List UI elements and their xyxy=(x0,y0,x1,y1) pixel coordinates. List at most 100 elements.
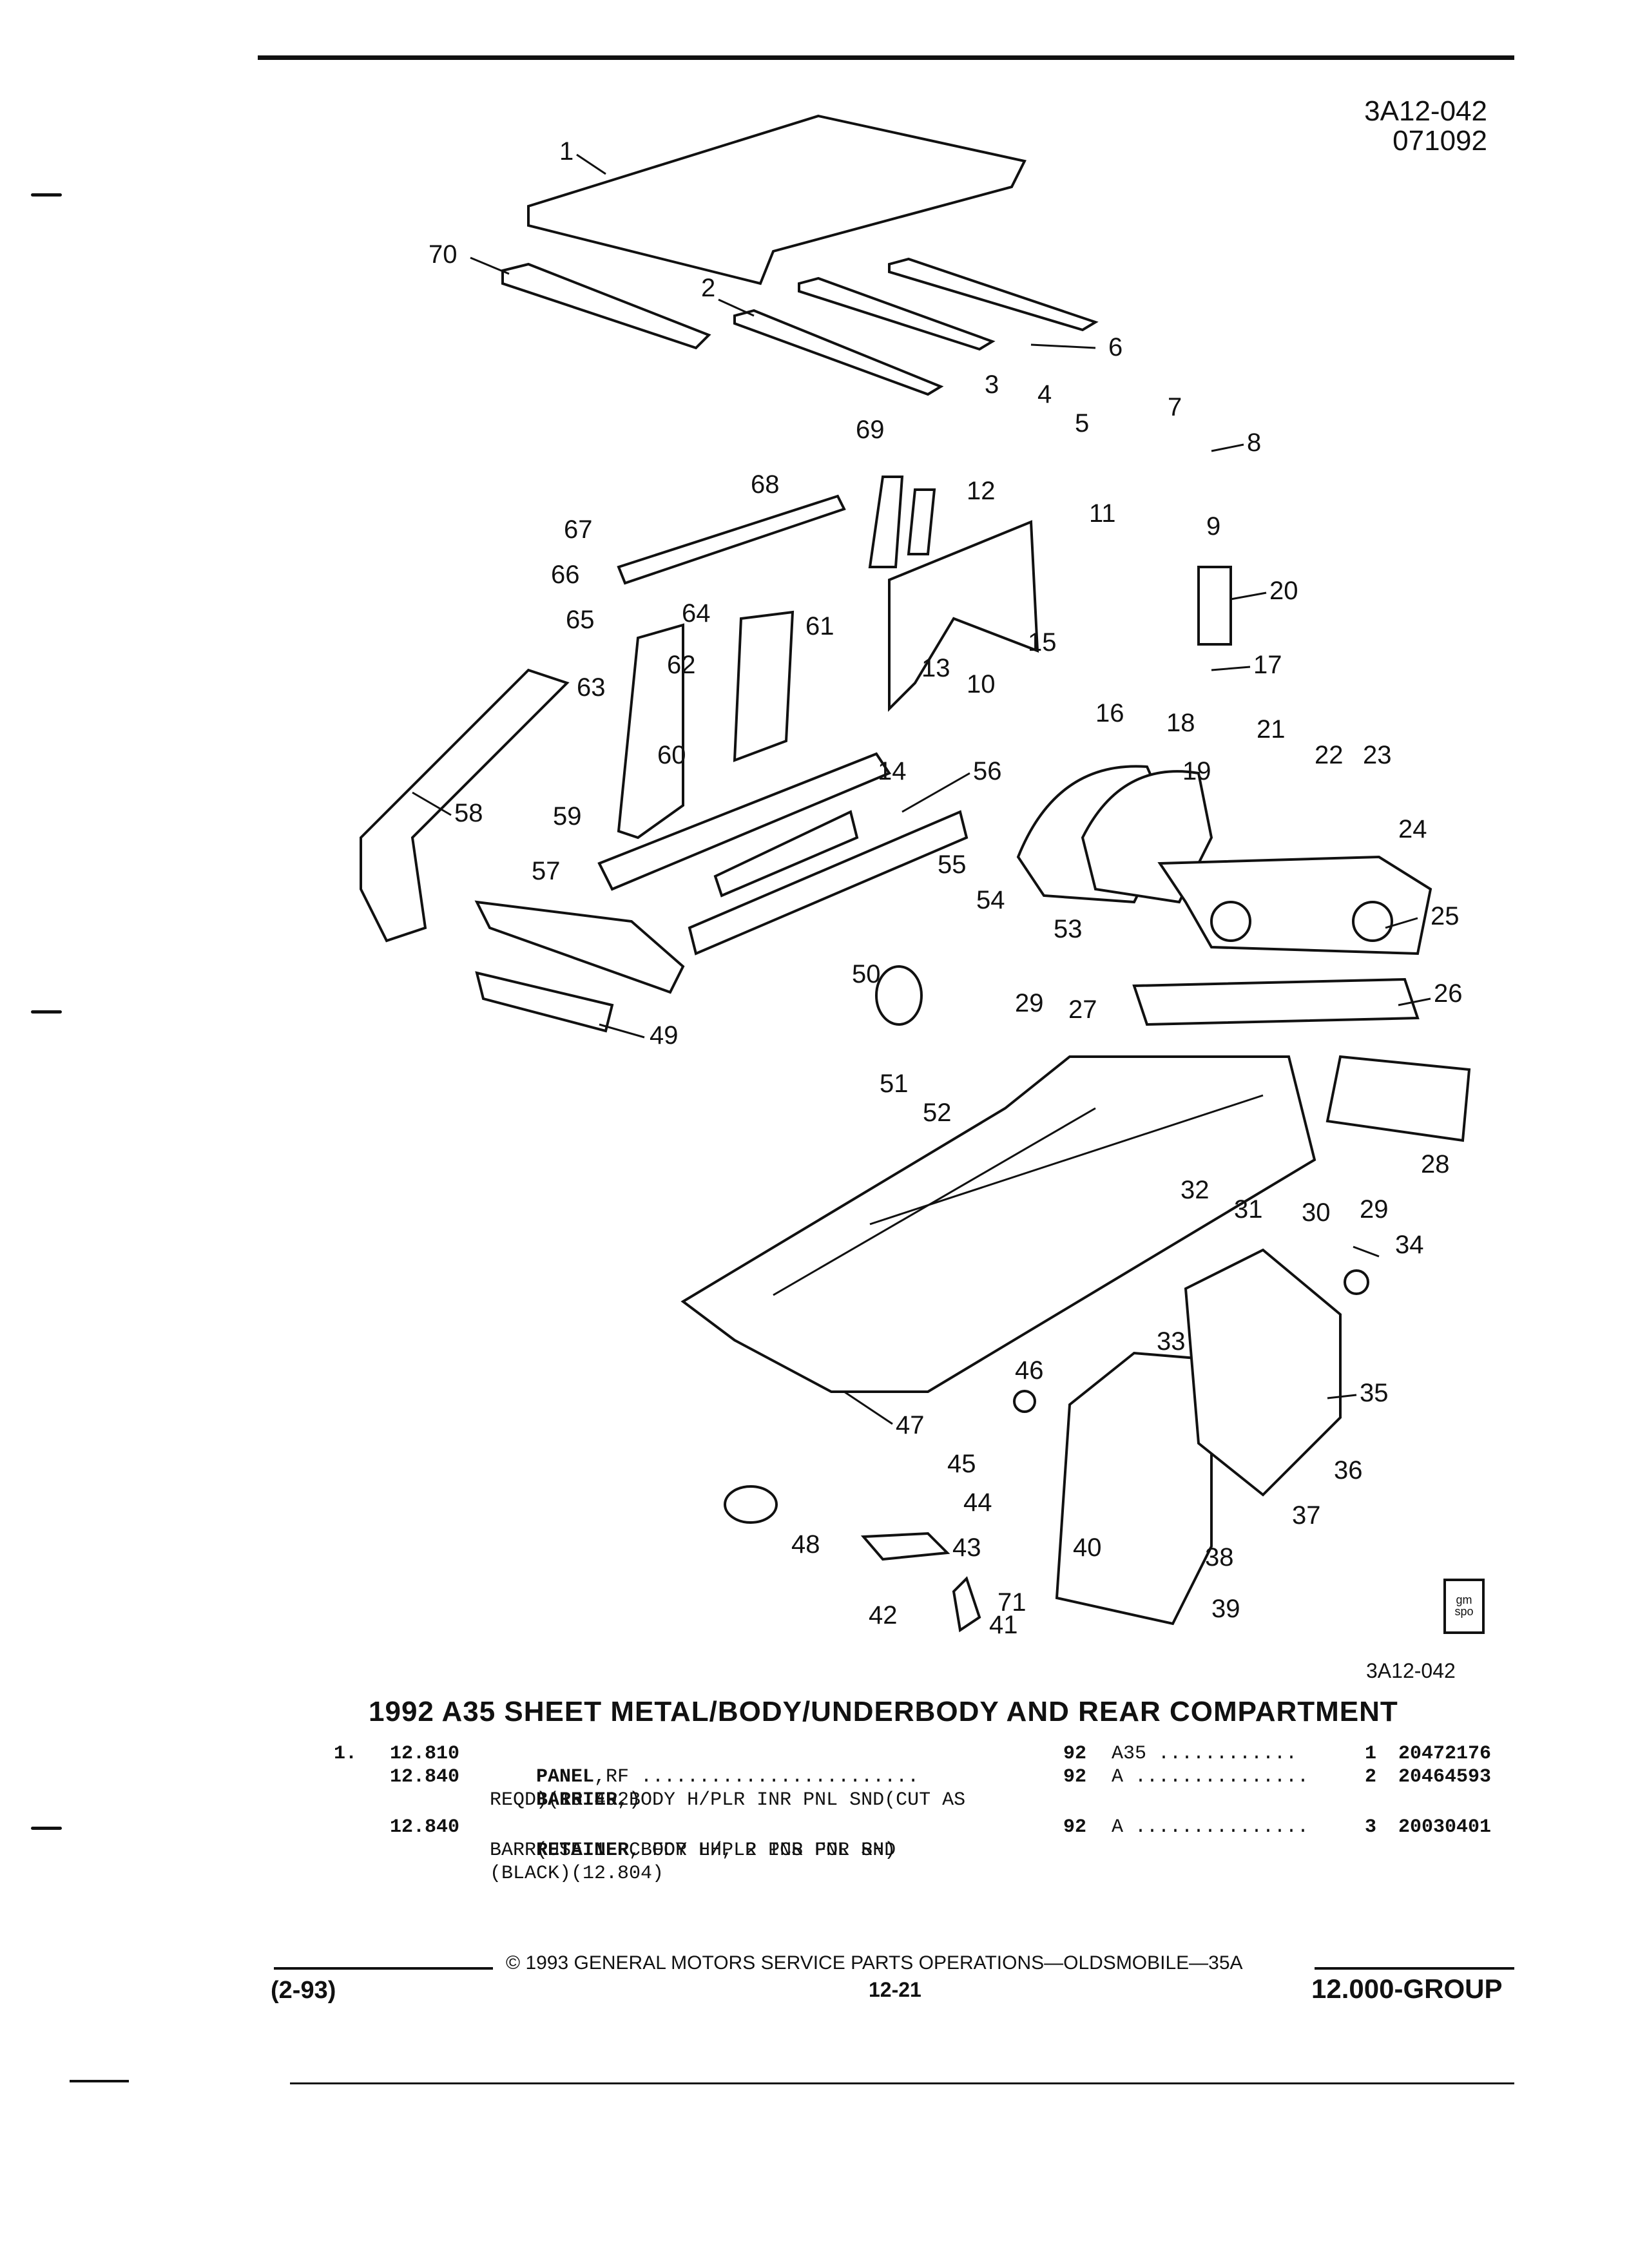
roof-rail-70 xyxy=(501,262,711,350)
part-qty: 1 xyxy=(1365,1743,1377,1765)
callout-46: 46 xyxy=(1015,1356,1044,1385)
diagram-ref-code: 3A12-042 xyxy=(1366,1659,1456,1682)
callout-34: 34 xyxy=(1395,1231,1424,1259)
callout-50: 50 xyxy=(852,960,881,988)
callout-32: 32 xyxy=(1181,1176,1210,1204)
part-series: A35 ............ xyxy=(1112,1743,1298,1765)
callout-11: 11 xyxy=(1089,499,1116,528)
front-door-39 xyxy=(1055,1351,1213,1626)
part-desc: ,BODY H/PLR INR PNL SND xyxy=(629,1840,896,1861)
quarter-inner-13 xyxy=(888,520,1039,712)
callout-38: 38 xyxy=(1205,1543,1234,1571)
callout-45: 45 xyxy=(947,1450,976,1478)
callout-62: 62 xyxy=(667,651,696,679)
windshield-frame xyxy=(360,668,570,943)
roof-panel xyxy=(527,114,1027,285)
callout-68: 68 xyxy=(751,470,780,499)
top-rule xyxy=(258,55,1514,60)
callout-48: 48 xyxy=(791,1530,820,1559)
bottom-rule xyxy=(290,2082,1514,2084)
logo-text: gm spo xyxy=(1454,1593,1474,1618)
footer-date-code: (2-93) xyxy=(271,1977,336,2004)
callout-6: 6 xyxy=(1108,333,1123,361)
part-no: 20464593 xyxy=(1398,1766,1492,1788)
roof-bow-6b xyxy=(888,257,1099,332)
part-desc-cont: BARR(USE 1 PC FOR LH, 2 PCS FOR RH) xyxy=(490,1840,896,1861)
callout-16: 16 xyxy=(1095,699,1124,727)
callout-40: 40 xyxy=(1073,1533,1102,1562)
part-no: 20472176 xyxy=(1398,1743,1492,1765)
footer-rule-right xyxy=(1315,1967,1514,1970)
part-series: A ............... xyxy=(1112,1766,1309,1788)
callout-51: 51 xyxy=(880,1070,909,1098)
part-number: 12.840 xyxy=(390,1816,460,1838)
callout-35: 35 xyxy=(1360,1379,1389,1407)
footer-group: 12.000-GROUP xyxy=(1311,1974,1503,2004)
footer-rule-left xyxy=(274,1967,493,1970)
callout-3: 3 xyxy=(985,370,999,399)
roof-bow-2 xyxy=(733,309,944,396)
part-year: 92 xyxy=(1063,1816,1087,1838)
callout-22: 22 xyxy=(1315,741,1344,769)
crossmember-26 xyxy=(1132,977,1420,1026)
callout-33: 33 xyxy=(1157,1327,1186,1356)
panel-28 xyxy=(1325,1055,1471,1142)
part-qty: 3 xyxy=(1365,1816,1377,1838)
part-desc-cont: REQD)(15.492) xyxy=(490,1789,641,1811)
callout-71: 71 xyxy=(998,1588,1027,1617)
pillar-64 xyxy=(733,610,795,762)
callout-52: 52 xyxy=(923,1099,952,1127)
callout-69: 69 xyxy=(856,416,885,444)
callout-44: 44 xyxy=(963,1488,992,1517)
rocker-59 xyxy=(597,752,892,891)
callout-67: 67 xyxy=(564,515,593,544)
footer-page-number: 12-21 xyxy=(869,1978,921,2001)
pillar-12 xyxy=(907,488,936,555)
part-number: 12.810 xyxy=(390,1743,460,1765)
callout-53: 53 xyxy=(1054,915,1083,943)
callout-29b: 29 xyxy=(1360,1195,1389,1224)
callout-4: 4 xyxy=(1037,380,1052,408)
pillar-69 xyxy=(868,476,904,568)
underbody-floor-pan xyxy=(680,1055,1316,1393)
callout-1: 1 xyxy=(559,137,574,166)
callout-20: 20 xyxy=(1269,577,1298,605)
callout-43: 43 xyxy=(952,1533,981,1562)
callout-28: 28 xyxy=(1421,1150,1450,1178)
callout-39: 39 xyxy=(1211,1595,1240,1623)
roof-bow-6a xyxy=(798,276,996,351)
callout-65: 65 xyxy=(566,606,595,634)
callout-54: 54 xyxy=(976,886,1005,914)
part-year: 92 xyxy=(1063,1743,1087,1765)
callout-41: 41 xyxy=(989,1611,1018,1639)
roof-side-rail-67 xyxy=(617,494,846,585)
part-name-text: PANEL xyxy=(536,1766,595,1788)
cowl-vent-49 xyxy=(475,971,614,1033)
dash-panel-57 xyxy=(474,900,685,994)
callout-49: 49 xyxy=(650,1021,679,1050)
callout-25: 25 xyxy=(1431,902,1460,930)
exploded-parts-diagram: 1 2 3 4 5 6 7 8 9 10 11 12 13 14 15 16 1… xyxy=(360,114,1471,1639)
part-number: 12.840 xyxy=(390,1766,460,1788)
callout-55: 55 xyxy=(938,850,967,879)
callout-14: 14 xyxy=(878,757,907,785)
callout-26: 26 xyxy=(1434,979,1463,1008)
callout-60: 60 xyxy=(657,741,686,769)
callout-37: 37 xyxy=(1292,1501,1321,1530)
rear-door-37 xyxy=(1184,1248,1342,1497)
callout-9: 9 xyxy=(1206,512,1220,541)
callout-10: 10 xyxy=(967,670,996,698)
callout-17: 17 xyxy=(1253,651,1282,679)
part-name: PANEL,RF ........................ xyxy=(490,1742,919,1812)
callout-58: 58 xyxy=(454,799,483,827)
rocker-56 xyxy=(688,810,969,956)
callout-23: 23 xyxy=(1363,741,1392,769)
callout-59: 59 xyxy=(553,802,582,831)
rear-panel-24 xyxy=(1157,855,1432,956)
part-qty: 2 xyxy=(1365,1766,1377,1788)
pillar-65 xyxy=(617,623,684,840)
part-desc: ,BODY H/PLR INR PNL SND(CUT AS xyxy=(617,1789,966,1811)
callout-2: 2 xyxy=(701,274,715,302)
part-name: BARRIER,BODY H/PLR INR PNL SND(CUT AS xyxy=(490,1765,965,1835)
callout-7: 7 xyxy=(1168,393,1182,421)
